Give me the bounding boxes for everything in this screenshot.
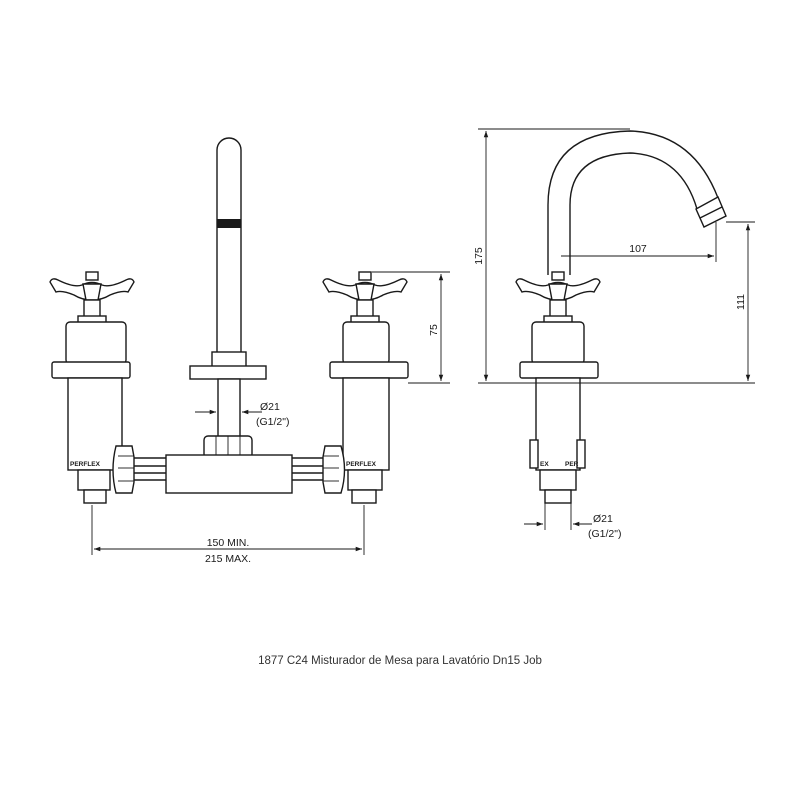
front-inlet-thread: (G1/2") [256,416,289,428]
spacing-min-label: 150 MIN. [207,537,250,549]
side-spout [547,130,727,275]
front-height-dimension: 75 [372,271,450,384]
side-total-height-dimension: 175 [473,128,630,384]
handle-height-label: 75 [428,324,440,336]
side-inlet-thread: (G1/2") [588,528,621,540]
front-body [127,454,331,494]
front-spout [189,137,267,459]
side-inlet-diameter: Ø21 [593,513,613,525]
side-reach-dimension: 107 [561,222,717,262]
side-inlet-dimension: Ø21 (G1/2") [524,503,621,540]
front-left-brand: PERFLEX [70,461,101,468]
spout-height-label: 111 [735,294,747,310]
front-left-valve: PERFLEX [49,271,135,504]
side-right-brand: PER [565,461,579,468]
spacing-max-label: 215 MAX. [205,553,251,565]
spout-reach-label: 107 [629,243,647,255]
front-view: PERFLEX PERFLEX [49,137,450,565]
side-spout-height-dimension: 111 [598,221,755,384]
side-left-brand: ЕХ [540,461,549,468]
front-inlet-diameter: Ø21 [260,401,280,413]
front-right-brand: PERFLEX [346,461,377,468]
front-right-valve: PERFLEX [322,271,409,504]
front-spacing-dimension: 150 MIN. 215 MAX. [91,505,365,565]
side-valve: ЕХ PER [515,271,601,504]
total-height-label: 175 [473,247,485,265]
front-inlet-dimension: Ø21 (G1/2") [195,401,289,428]
drawing-caption: 1877 C24 Misturador de Mesa para Lavatór… [258,655,542,667]
side-view: ЕХ PER 175 107 111 Ø21 [473,128,755,540]
